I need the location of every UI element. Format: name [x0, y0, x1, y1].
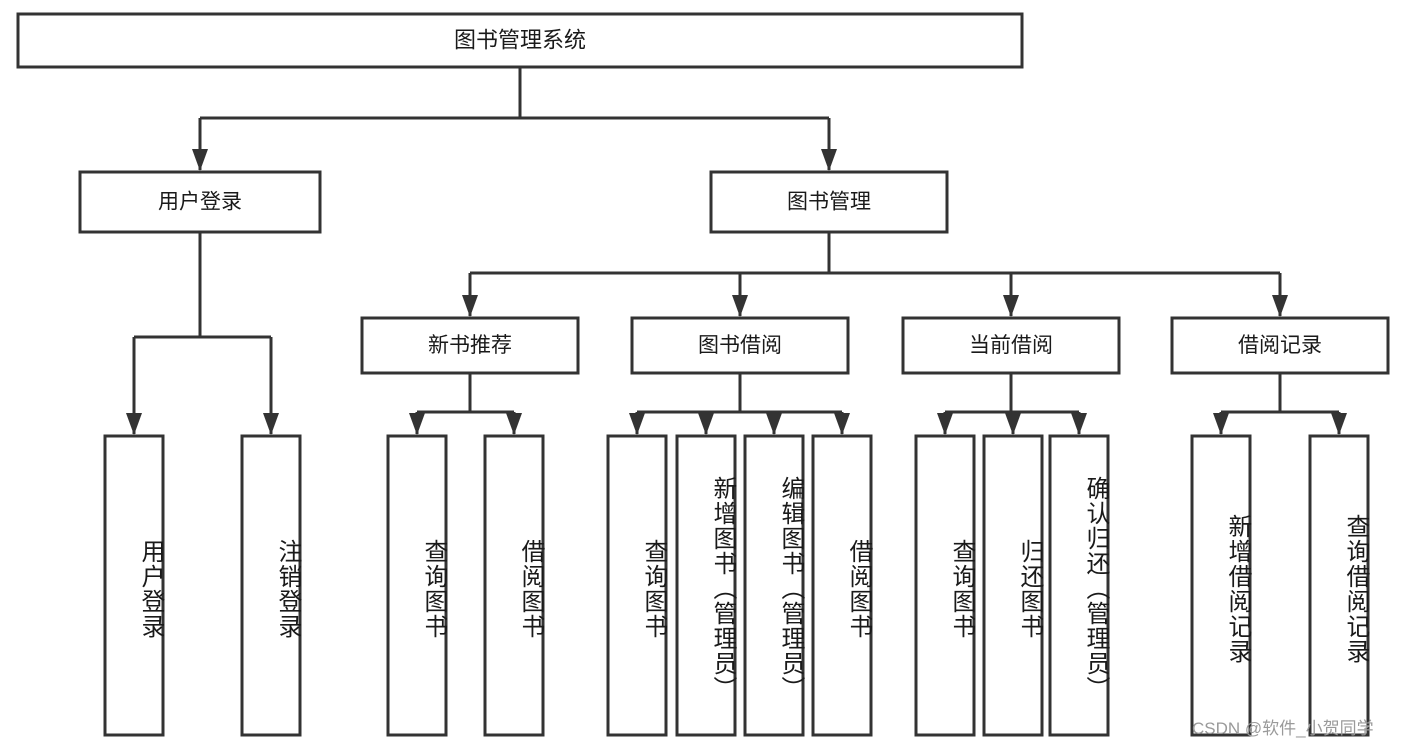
arrow-head-icon-leaf: [766, 413, 782, 435]
node-box-borrow-record[interactable]: [1170, 316, 1390, 375]
node-box-leaf-add-book-admin[interactable]: [675, 434, 737, 737]
node-label-current-borrow: 当前借阅: [969, 334, 1053, 357]
arrow-head-icon-level3: [1272, 295, 1288, 317]
node-box-leaf-user-login[interactable]: [103, 434, 165, 737]
node-box-leaf-add-borrow-record[interactable]: [1190, 434, 1252, 737]
node-label-borrow-record: 借阅记录: [1238, 334, 1322, 357]
node-box-book-management[interactable]: [709, 170, 949, 234]
node-box-leaf-return-book[interactable]: [982, 434, 1044, 737]
arrow-head-icon-level3: [1003, 295, 1019, 317]
arrow-head-icon-leaf: [1071, 413, 1087, 435]
node-box-leaf-query-book-borrow[interactable]: [606, 434, 668, 737]
node-box-user-login[interactable]: [78, 170, 322, 234]
node-label-root: 图书管理系统: [454, 27, 586, 52]
arrow-head-icon-leaf: [937, 413, 953, 435]
boxes-layer: [16, 12, 1390, 737]
arrow-head-icon-level3: [462, 295, 478, 317]
arrow-head-icon-leaf: [1331, 413, 1347, 435]
node-box-leaf-query-borrow-record[interactable]: [1308, 434, 1370, 737]
arrow-head-icon-leaf: [506, 413, 522, 435]
arrow-head-icon-leaf: [263, 413, 279, 435]
arrow-head-icon-level2: [192, 149, 208, 171]
arrow-head-icon-level2: [821, 149, 837, 171]
node-box-leaf-logout-login[interactable]: [240, 434, 302, 737]
node-box-new-book-recommend[interactable]: [360, 316, 580, 375]
node-box-leaf-edit-book-admin[interactable]: [743, 434, 805, 737]
node-box-leaf-query-book-current[interactable]: [914, 434, 976, 737]
arrow-head-icon-leaf: [698, 413, 714, 435]
node-box-root[interactable]: [16, 12, 1024, 69]
arrow-head-icon-leaf: [1005, 413, 1021, 435]
node-box-leaf-borrow-book-recommend[interactable]: [483, 434, 545, 737]
arrow-head-icon-leaf: [834, 413, 850, 435]
arrow-head-icon-level3: [732, 295, 748, 317]
arrow-head-icon-leaf: [126, 413, 142, 435]
node-label-book-management: 图书管理: [787, 191, 871, 214]
arrow-head-icon-leaf: [409, 413, 425, 435]
arrow-head-icon-leaf: [1213, 413, 1229, 435]
node-label-book-borrow: 图书借阅: [698, 334, 782, 357]
node-box-leaf-query-book-recommend[interactable]: [386, 434, 448, 737]
arrow-head-icon-leaf: [629, 413, 645, 435]
node-label-user-login: 用户登录: [158, 191, 242, 214]
connectors-layer: [126, 67, 1347, 435]
node-box-current-borrow[interactable]: [901, 316, 1121, 375]
node-box-book-borrow[interactable]: [630, 316, 850, 375]
node-label-new-book-recommend: 新书推荐: [428, 334, 512, 357]
node-box-leaf-confirm-return-admin[interactable]: [1048, 434, 1110, 737]
node-box-leaf-borrow-book[interactable]: [811, 434, 873, 737]
